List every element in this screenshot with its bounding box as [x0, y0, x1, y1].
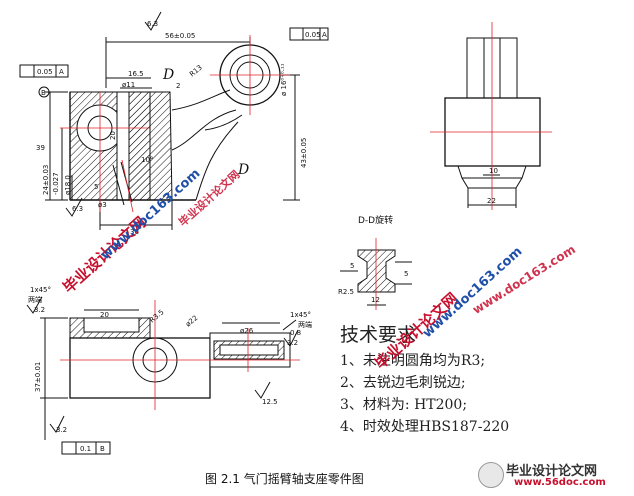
dim-24: 24±0.03: [42, 165, 50, 195]
perpendicularity-datum: B: [100, 445, 105, 453]
dim-top-56: 56±0.05: [165, 32, 195, 40]
dim-20-bottom: 20: [100, 311, 109, 319]
section-label-d-top: D: [162, 67, 174, 83]
dim-phi22: ø22: [184, 314, 199, 329]
side-dim-10: 10: [489, 167, 498, 175]
requirement-3: 3、材料为: HT200;: [340, 397, 468, 413]
perpendicularity-tol: 0.1: [80, 445, 91, 453]
section-label-d-bottom: D: [237, 162, 249, 178]
logo-text-cn: 毕业设计论文网: [506, 464, 598, 479]
logo-text-url: www.56doc.com: [514, 477, 606, 488]
roughness-0-8: 0.8: [290, 329, 301, 337]
dim-10deg: 10°: [141, 156, 153, 164]
roughness-6-3-left: 6.3: [72, 205, 83, 213]
requirement-1: 1、未注明圆角均为R3;: [340, 353, 486, 369]
roughness-3-2-bottom: 3.2: [56, 426, 67, 434]
parallel-left-value: 0.05: [37, 68, 53, 76]
roughness-3-2-left: 3.2: [34, 306, 45, 314]
dd-dim-5-right: 5: [404, 270, 408, 278]
dd-section-title: D-D旋转: [358, 214, 393, 226]
both-ends-left: 两端: [28, 295, 42, 304]
dim-36: 36: [130, 228, 139, 236]
datum-a-top: A: [322, 31, 327, 39]
both-ends-right: 两端: [298, 320, 312, 329]
dim-R13: R13: [188, 64, 204, 79]
roughness-12-5: 12.5: [262, 398, 278, 406]
datum-a-left: A: [59, 68, 64, 76]
requirements-title: 技术要求: [340, 324, 417, 346]
dd-dim-r25: R2.5: [338, 288, 354, 296]
chamfer-right: 1x45°: [290, 311, 311, 319]
figure-caption: 图 2.1 气门摇臂轴支座零件图: [205, 472, 364, 486]
requirement-2: 2、去锐边毛刺锐边;: [340, 375, 466, 391]
dim-r3-5: R3.5: [148, 308, 165, 324]
requirement-4: 4、时效处理HBS187-220: [340, 419, 510, 435]
front-centerlines: [60, 35, 290, 213]
dim-16: 20: [109, 131, 117, 140]
site-logo: 毕业设计论文网 www.56doc.com: [474, 458, 630, 492]
dim-39: 39: [36, 144, 45, 152]
dim-phi16-tol: ø 16⁰⁺⁰·¹¹: [280, 63, 288, 96]
bottom-view: [26, 296, 299, 455]
datum-b-circle: B: [41, 89, 46, 97]
dim-16-5: 16.5: [128, 70, 144, 78]
flatness-top-value: 0.05: [305, 31, 321, 39]
dim-phi26: ø26: [240, 327, 254, 335]
chamfer-left: 1x45°: [30, 286, 51, 294]
dim-2: 2: [176, 82, 180, 90]
dim-37: 37±0.01: [34, 362, 42, 392]
dim-0027: -0.027: [52, 172, 60, 195]
dim-phi18: ø18.0: [64, 175, 72, 195]
dim-phi11: ø11: [122, 81, 135, 89]
dim-phi3: ø3: [98, 201, 107, 209]
dim-43: 43±0.05: [300, 138, 308, 168]
front-view: [19, 11, 329, 230]
dd-dim-12: 12: [371, 296, 380, 304]
dd-dim-5-left: 5: [350, 262, 354, 270]
side-view: [444, 37, 541, 208]
side-dim-22: 22: [487, 197, 496, 205]
logo-ball-icon: [478, 462, 504, 488]
dd-section: [340, 249, 412, 306]
dim-5: 5: [94, 183, 98, 191]
roughness-3-2-right: 3.2: [287, 339, 298, 347]
roughness-6-3-top: 6.3: [147, 20, 158, 28]
